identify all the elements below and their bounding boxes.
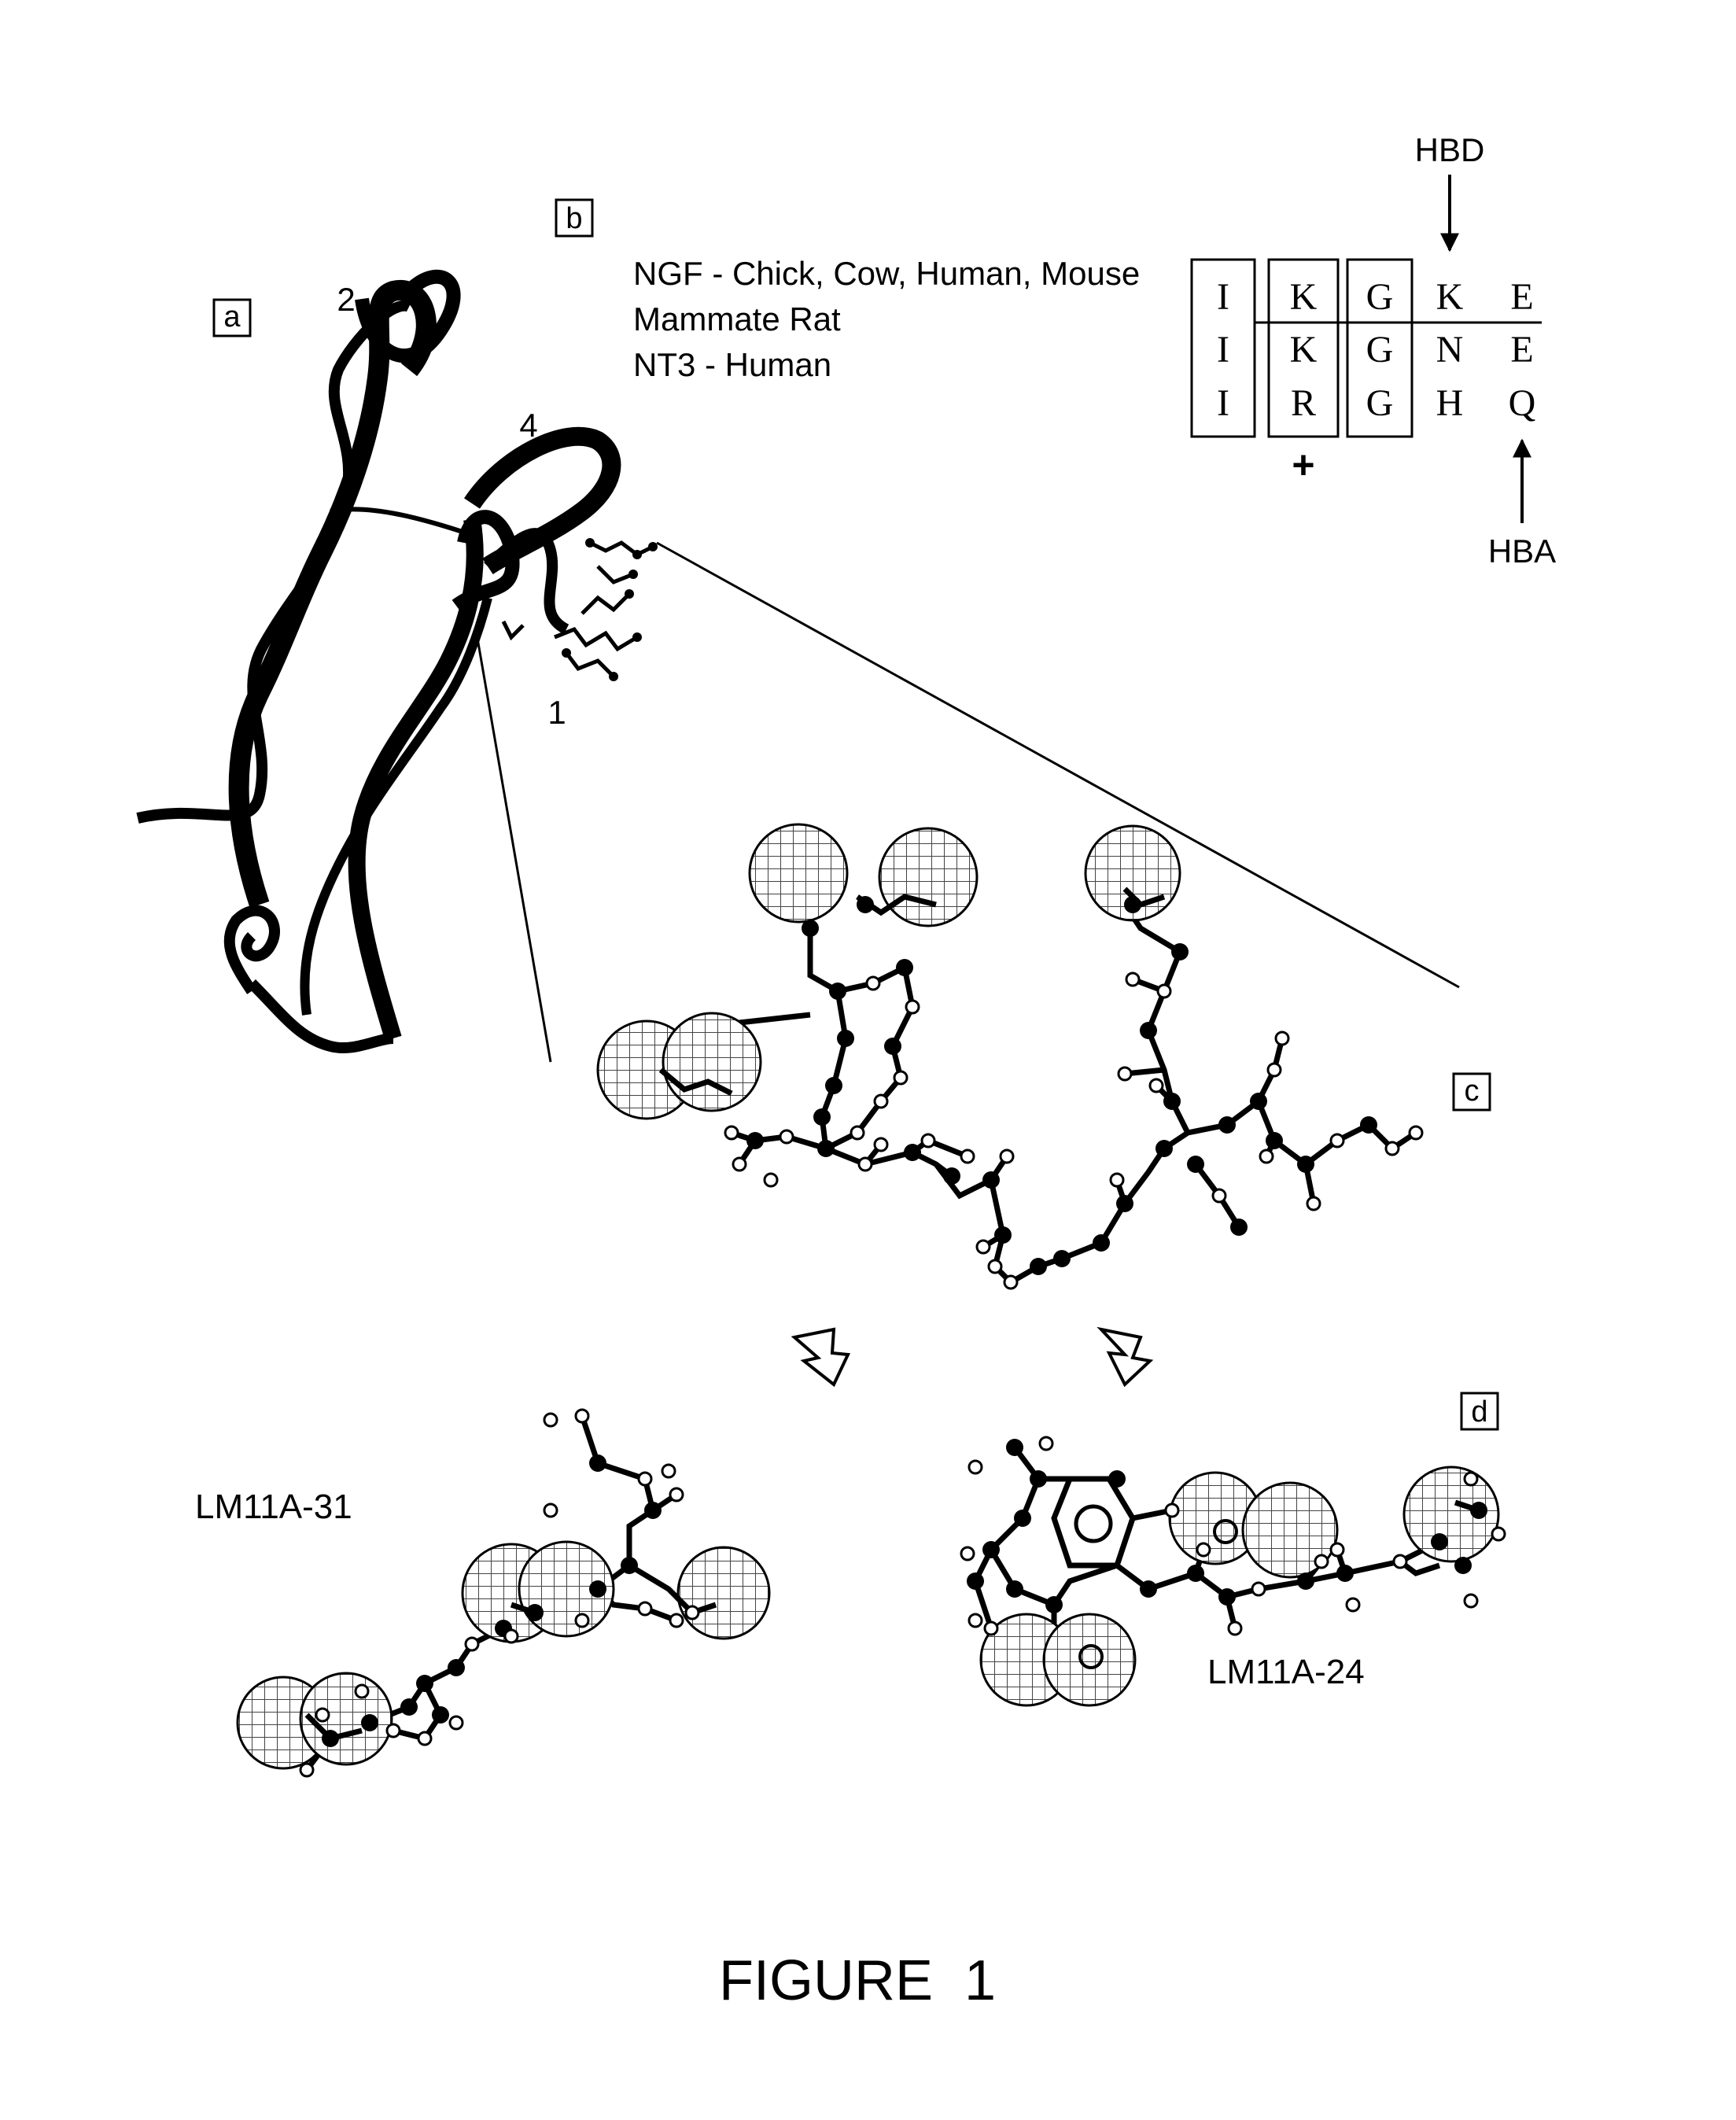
loop-4-label: 4 xyxy=(519,407,537,444)
seq-r2-c0: I xyxy=(1217,382,1229,424)
seq-r0-c0: I xyxy=(1217,276,1229,318)
hba-label: HBA xyxy=(1488,533,1556,570)
hbd-label: HBD xyxy=(1415,131,1485,168)
loop-2-label: 2 xyxy=(337,281,355,318)
seq-r0-c4: E xyxy=(1510,276,1533,318)
seq-r2-c3: H xyxy=(1436,382,1464,424)
compound-lm11a-31: LM11A-31 xyxy=(195,1410,769,1776)
down-arrow-left-icon xyxy=(794,1329,848,1384)
charge-symbol: + xyxy=(1292,443,1314,487)
panel-d-label: d xyxy=(1471,1396,1487,1429)
seq-r1-c1: K xyxy=(1290,329,1318,371)
loop-1-label: 1 xyxy=(547,694,566,731)
seq-r0-c1: K xyxy=(1290,276,1318,318)
species-line-1: NGF - Chick, Cow, Human, Mouse xyxy=(633,255,1140,292)
down-arrow-right-icon xyxy=(1101,1329,1150,1384)
panel-a-label: a xyxy=(223,300,241,334)
seq-r2-c4: Q xyxy=(1509,382,1536,424)
seq-r0-c2: G xyxy=(1366,276,1394,318)
seq-r1-c4: E xyxy=(1510,329,1533,371)
species-line-2: Mammate Rat xyxy=(633,300,841,337)
zoom-line-lower xyxy=(476,629,551,1062)
panel-a-ribbon-structure xyxy=(138,277,658,1048)
figure-title: FIGURE 1 xyxy=(719,1949,996,2012)
species-line-3: NT3 - Human xyxy=(633,346,831,383)
panel-b-label: b xyxy=(566,202,582,235)
seq-r1-c0: I xyxy=(1217,329,1229,371)
compound-left-label: LM11A-31 xyxy=(195,1488,352,1526)
seq-r1-c3: N xyxy=(1436,329,1464,371)
compound-lm11a-24: LM11A-24 xyxy=(961,1437,1505,1705)
zoom-line-upper xyxy=(657,543,1459,987)
compound-right-label: LM11A-24 xyxy=(1207,1653,1365,1691)
seq-r2-c2: G xyxy=(1366,382,1394,424)
panel-c-pharmacophore xyxy=(598,824,1422,1289)
seq-r2-c1: R xyxy=(1291,382,1316,424)
aromatic-circle xyxy=(1076,1506,1111,1541)
panel-c-label: c xyxy=(1465,1075,1480,1108)
seq-r0-c3: K xyxy=(1436,276,1464,318)
panel-b-sequence-alignment: NGF - Chick, Cow, Human, Mouse Mammate R… xyxy=(633,131,1556,570)
seq-r1-c2: G xyxy=(1366,329,1394,371)
